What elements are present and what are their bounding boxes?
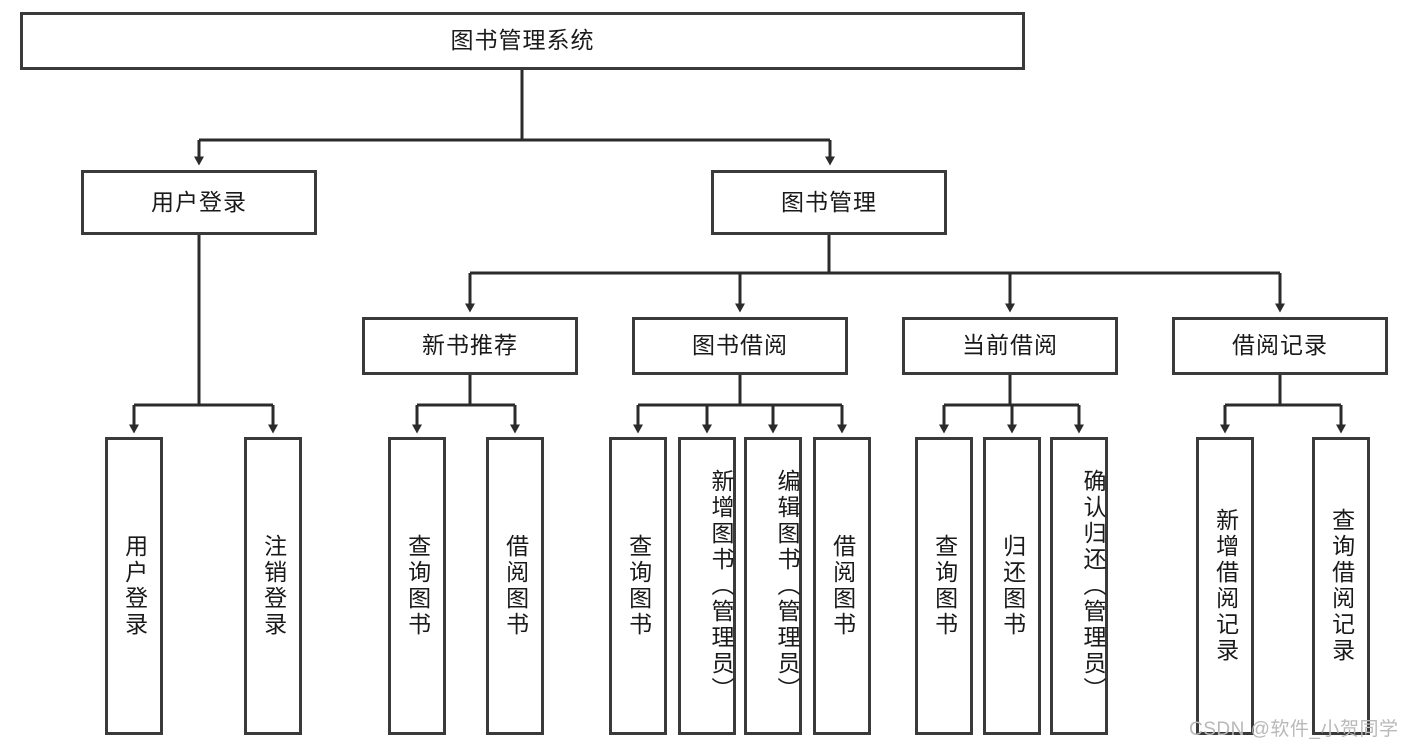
node-leaf-query-book-current[interactable]: 查询图书 <box>915 437 973 735</box>
node-leaf-query-book-current-label: 查询图书 <box>931 534 958 638</box>
node-user-login-label: 用户登录 <box>151 188 247 215</box>
edges-bookborrow-to-leaves <box>633 375 847 434</box>
node-leaf-query-book-rec-label: 查询图书 <box>404 534 431 638</box>
node-current-borrow-label: 当前借阅 <box>962 332 1058 359</box>
edges-borrowrecord-to-leaves <box>1220 375 1346 434</box>
node-leaf-add-book-admin-label: 新增图书（管理员） <box>708 469 734 703</box>
node-root[interactable]: 图书管理系统 <box>20 12 1025 70</box>
node-leaf-confirm-return-admin-label: 确认归还（管理员） <box>1080 469 1106 703</box>
node-leaf-user-login-label: 用户登录 <box>121 534 148 638</box>
node-leaf-user-logout-label: 注销登录 <box>260 534 287 638</box>
node-leaf-query-book-rec[interactable]: 查询图书 <box>388 437 446 735</box>
node-book-borrow[interactable]: 图书借阅 <box>632 317 848 375</box>
node-leaf-confirm-return-admin[interactable]: 确认归还（管理员） <box>1050 437 1108 735</box>
csdn-watermark: CSDN @软件_小贺同学 <box>1189 719 1399 740</box>
node-leaf-return-book[interactable]: 归还图书 <box>983 437 1041 735</box>
node-leaf-query-book-borrow[interactable]: 查询图书 <box>609 437 667 735</box>
edges-userlogin-to-leaves <box>129 235 278 434</box>
node-leaf-edit-book-admin[interactable]: 编辑图书（管理员） <box>744 437 802 735</box>
node-leaf-borrow-book[interactable]: 借阅图书 <box>813 437 871 735</box>
edges-newbookrec-to-leaves <box>412 375 520 434</box>
node-new-book-recommend[interactable]: 新书推荐 <box>362 317 578 375</box>
node-borrow-record[interactable]: 借阅记录 <box>1172 317 1388 375</box>
node-leaf-borrow-book-rec[interactable]: 借阅图书 <box>486 437 544 735</box>
node-new-book-recommend-label: 新书推荐 <box>422 332 518 359</box>
node-current-borrow[interactable]: 当前借阅 <box>902 317 1118 375</box>
node-leaf-add-borrow-record[interactable]: 新增借阅记录 <box>1196 437 1254 735</box>
node-leaf-query-book-borrow-label: 查询图书 <box>625 534 652 638</box>
node-leaf-user-logout[interactable]: 注销登录 <box>244 437 302 735</box>
node-leaf-query-borrow-record[interactable]: 查询借阅记录 <box>1312 437 1370 735</box>
node-book-borrow-label: 图书借阅 <box>692 332 788 359</box>
edges-root-to-level2 <box>194 70 835 166</box>
node-leaf-borrow-book-label: 借阅图书 <box>829 534 856 638</box>
node-leaf-add-book-admin[interactable]: 新增图书（管理员） <box>678 437 736 735</box>
node-leaf-edit-book-admin-label: 编辑图书（管理员） <box>774 469 800 703</box>
node-leaf-user-login[interactable]: 用户登录 <box>105 437 163 735</box>
node-book-manage[interactable]: 图书管理 <box>711 170 947 235</box>
node-root-label: 图书管理系统 <box>450 27 595 54</box>
edges-currentborrow-to-leaves <box>939 375 1084 434</box>
node-leaf-return-book-label: 归还图书 <box>999 534 1026 638</box>
node-leaf-add-borrow-record-label: 新增借阅记录 <box>1212 508 1239 664</box>
node-user-login[interactable]: 用户登录 <box>81 170 317 235</box>
node-book-manage-label: 图书管理 <box>781 188 877 215</box>
node-leaf-query-borrow-record-label: 查询借阅记录 <box>1328 508 1355 664</box>
edges-bookmanage-to-level3 <box>465 235 1285 313</box>
node-borrow-record-label: 借阅记录 <box>1232 332 1328 359</box>
node-leaf-borrow-book-rec-label: 借阅图书 <box>502 534 529 638</box>
